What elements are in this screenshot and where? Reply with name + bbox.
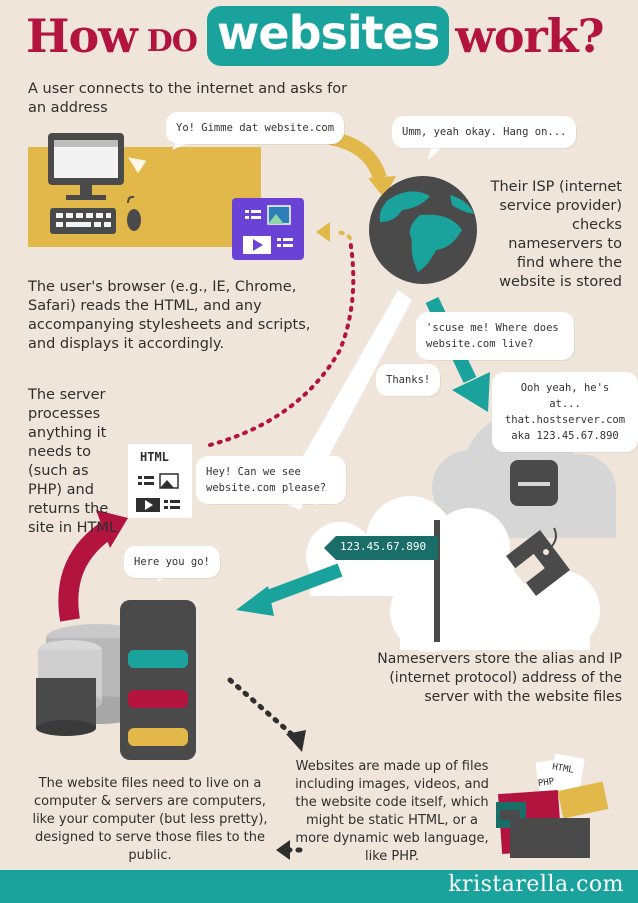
bubble-scuse: 'scuse me! Where does website.com live? bbox=[416, 312, 574, 360]
title-word-do: DO bbox=[146, 23, 198, 59]
bubble-ooh: Ooh yeah, he's at... that.hostserver.com… bbox=[492, 372, 638, 452]
step-isp-checks: Their ISP (internet service provider) ch… bbox=[490, 179, 622, 290]
title-word-how: How bbox=[26, 9, 138, 63]
id-tag-icon bbox=[506, 527, 570, 596]
page-title: How DO websites work? bbox=[26, 4, 605, 68]
step-browser-reads: The user's browser (e.g., IE, Chrome, Sa… bbox=[28, 279, 311, 352]
step-user-connects: A user connects to the internet and asks… bbox=[28, 81, 348, 116]
step-files-live: The website files need to live on a comp… bbox=[32, 776, 268, 863]
nameserver-cloud bbox=[432, 414, 616, 538]
monitor-icon bbox=[48, 133, 124, 200]
mouse-icon bbox=[127, 195, 141, 231]
title-word-websites: websites bbox=[206, 6, 450, 66]
sign-post bbox=[434, 520, 440, 642]
files-folder-icon bbox=[496, 753, 609, 858]
html-document-icon bbox=[128, 444, 192, 518]
media-files-icon bbox=[232, 198, 304, 260]
footer-site-link[interactable]: kristarella.com bbox=[448, 872, 624, 897]
bubble-umm: Umm, yeah okay. Hang on... bbox=[392, 116, 577, 148]
bubble-hey: Hey! Can we see website.com please? bbox=[196, 456, 346, 504]
step-nameservers-store: Nameservers store the alias and IP (inte… bbox=[377, 651, 622, 705]
keyboard-icon bbox=[50, 208, 116, 234]
title-word-work: work? bbox=[455, 9, 604, 63]
bubble-gimme: Yo! Gimme dat website.com bbox=[166, 112, 345, 144]
ip-sign-label: 123.45.67.890 bbox=[340, 540, 427, 553]
step-server-processes: The server processes anything it needs t… bbox=[28, 387, 117, 536]
html-document-label: HTML bbox=[140, 450, 169, 464]
step-websites-made: Websites are made up of files including … bbox=[295, 759, 489, 864]
globe-icon bbox=[369, 176, 477, 284]
bubble-here: Here you go! bbox=[124, 546, 220, 578]
ip-sign bbox=[324, 536, 438, 560]
footer-bar bbox=[0, 870, 638, 903]
server-stack-icon bbox=[36, 600, 196, 760]
bubble-thanks: Thanks! bbox=[376, 364, 441, 396]
